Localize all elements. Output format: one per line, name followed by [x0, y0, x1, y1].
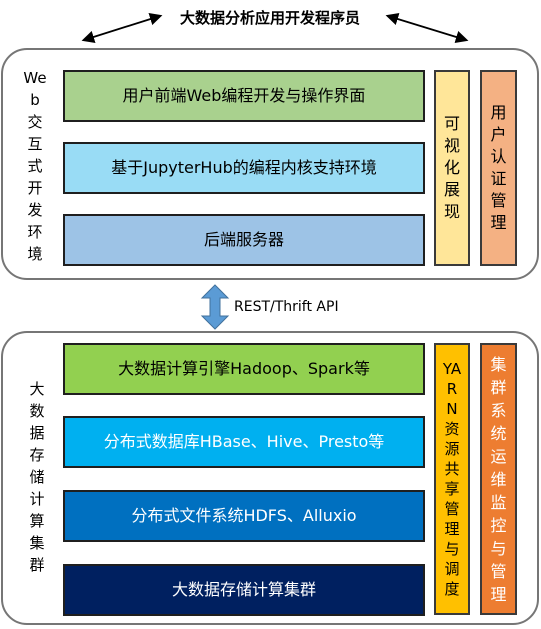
- top-label: 大数据分析应用开发程序员: [179, 9, 360, 27]
- jupyterhub-layer: 基于JupyterHub的编程内核支持环境: [63, 142, 425, 194]
- visualization-column: 可视化展现: [434, 70, 470, 266]
- updown-arrow-icon: [200, 284, 230, 330]
- arrow-left-icon: [81, 13, 163, 43]
- user-auth-column: 用户认证管理: [480, 70, 517, 266]
- distributed-database-layer: 分布式数据库HBase、Hive、Presto等: [63, 416, 425, 468]
- cluster-label: 大数据存储计算集群: [29, 380, 45, 574]
- distributed-filesystem-layer: 分布式文件系统HDFS、Alluxio: [63, 490, 425, 542]
- frontend-layer: 用户前端Web编程开发与操作界面: [63, 70, 425, 122]
- web-environment-label: Web交互式开发环境: [23, 69, 47, 263]
- yarn-column: YARN资源共享管理与调度: [434, 343, 470, 615]
- arrow-right-icon: [385, 12, 469, 44]
- api-label: REST/Thrift API: [234, 299, 339, 315]
- backend-layer: 后端服务器: [63, 214, 425, 266]
- compute-engine-layer: 大数据计算引擎Hadoop、Spark等: [63, 343, 425, 395]
- cluster-ops-column: 集群系统运维监控与管理: [480, 343, 517, 615]
- storage-cluster-layer: 大数据存储计算集群: [63, 564, 425, 616]
